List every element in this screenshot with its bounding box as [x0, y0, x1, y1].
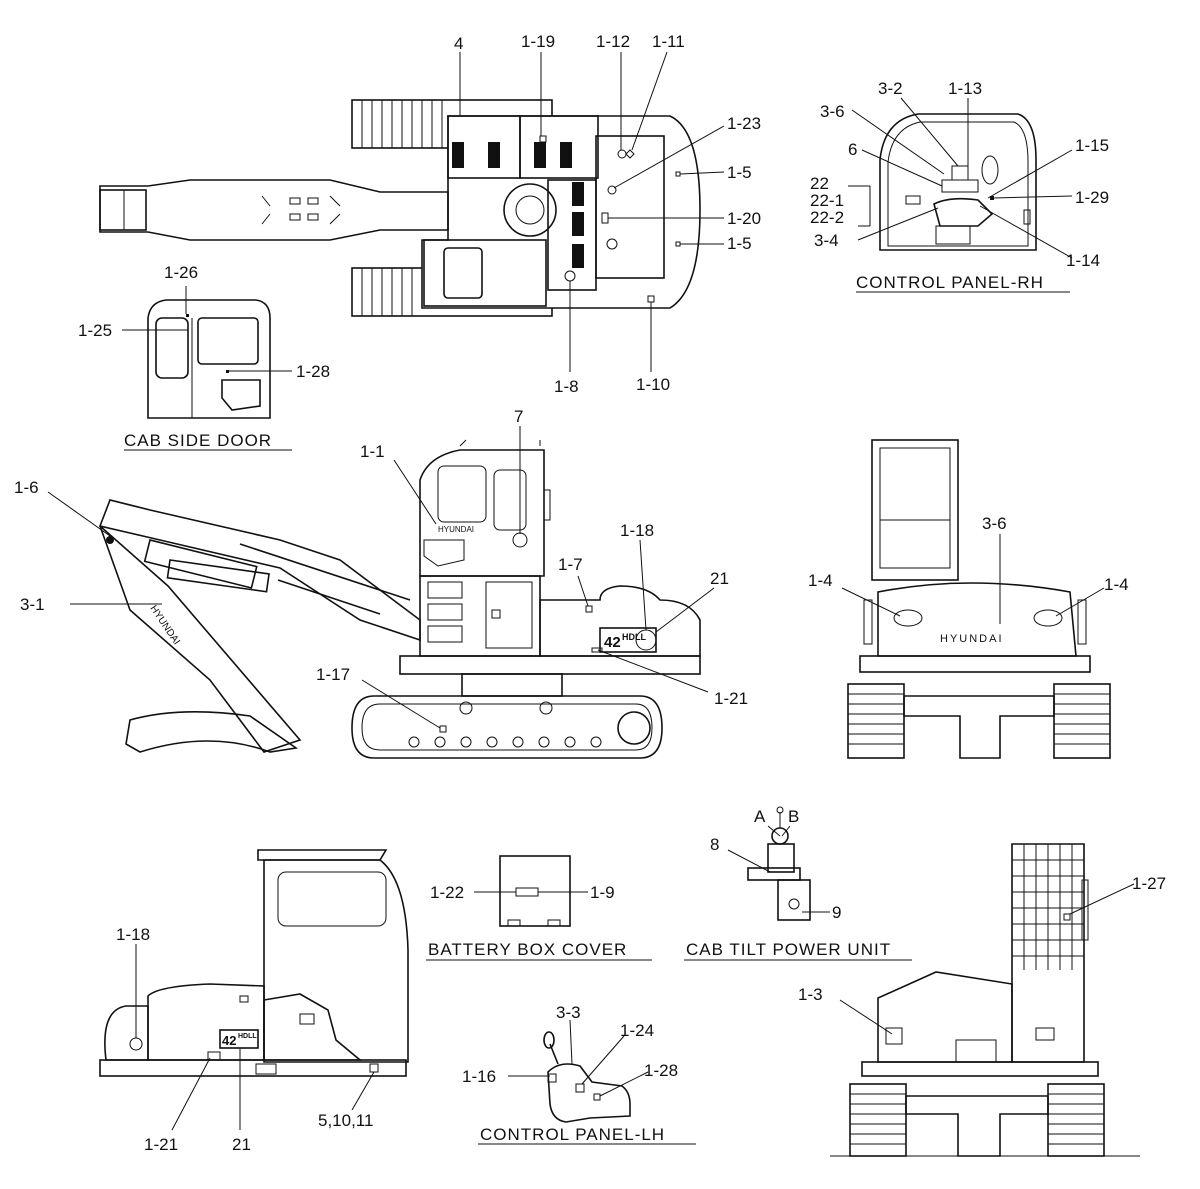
label-1-3: 1-3 — [798, 985, 823, 1004]
label-1-21: 1-21 — [714, 689, 748, 708]
label-1-21-lh: 1-21 — [144, 1135, 178, 1154]
label-1-7: 1-7 — [558, 555, 583, 574]
label-3-3: 3-3 — [556, 1003, 581, 1022]
label-6: 6 — [848, 140, 857, 159]
label-1-14: 1-14 — [1066, 251, 1100, 270]
decal-brand-cab: HYUNDAI — [438, 525, 474, 534]
battery-box-cover: 1-22 1-9 BATTERY BOX COVER — [426, 855, 652, 961]
cab-tilt-power-unit: A B 8 9 CAB TILT POWER UNIT — [684, 806, 912, 961]
label-A: A — [754, 807, 766, 826]
label-1-11: 1-11 — [652, 32, 685, 51]
label-1-6: 1-6 — [14, 478, 39, 497]
label-21: 21 — [710, 569, 729, 588]
label-1-17: 1-17 — [316, 665, 350, 684]
front-view: 1-27 1-3 — [798, 843, 1166, 1157]
label-7: 7 — [514, 407, 523, 426]
label-22: 22 — [810, 174, 829, 193]
label-1-4-right: 1-4 — [1104, 575, 1129, 594]
label-1-19: 1-19 — [521, 32, 555, 51]
cab-side-door: 1-26 1-25 1-28 CAB SIDE DOOR — [78, 263, 330, 451]
label-1-18-lh: 1-18 — [116, 925, 150, 944]
label-22-2: 22-2 — [810, 208, 844, 227]
label-3-4: 3-4 — [814, 231, 839, 250]
label-1-16: 1-16 — [462, 1067, 496, 1086]
label-1-4-left: 1-4 — [808, 571, 833, 590]
label-1-22: 1-22 — [430, 883, 464, 902]
label-B: B — [788, 807, 799, 826]
decal-model-suffix-lh: HDLL — [238, 1033, 257, 1040]
label-3-6: 3-6 — [820, 102, 845, 121]
label-1-12: 1-12 — [596, 32, 630, 51]
control-panel-rh: 3-2 1-13 3-6 6 1-15 22 22-1 1-29 22-2 3-… — [810, 79, 1109, 293]
label-9: 9 — [832, 903, 841, 922]
title-cab-side-door: CAB SIDE DOOR — [124, 431, 272, 450]
label-22-1: 22-1 — [810, 191, 844, 210]
label-1-5: 1-5 — [727, 163, 752, 182]
title-battery-box-cover: BATTERY BOX COVER — [428, 940, 627, 959]
label-1-25: 1-25 — [78, 321, 112, 340]
label-1-23: 1-23 — [727, 114, 761, 133]
decal-model-side: 42 — [604, 634, 621, 651]
label-8: 8 — [710, 835, 719, 854]
label-1-26: 1-26 — [164, 263, 198, 282]
label-3-6-rear: 3-6 — [982, 514, 1007, 533]
label-1-29: 1-29 — [1075, 188, 1109, 207]
label-1-1: 1-1 — [360, 442, 385, 461]
label-1-28: 1-28 — [296, 362, 330, 381]
label-1-20: 1-20 — [727, 209, 761, 228]
label-1-15: 1-15 — [1075, 136, 1109, 155]
top-view: 4 1-19 1-12 1-11 1-23 1-5 1-20 1-5 1-8 1… — [99, 32, 761, 396]
control-panel-lh: 3-3 1-24 1-28 1-16 CONTROL PANEL-LH — [462, 1003, 696, 1145]
label-3-1: 3-1 — [20, 595, 45, 614]
label-1-8: 1-8 — [554, 377, 579, 396]
label-1-5b: 1-5 — [727, 234, 752, 253]
label-1-18: 1-18 — [620, 521, 654, 540]
label-1-28-lh: 1-28 — [644, 1061, 678, 1080]
title-control-panel-rh: CONTROL PANEL-RH — [856, 273, 1044, 292]
label-1-9: 1-9 — [590, 883, 615, 902]
decal-model-lh: 42 — [222, 1033, 236, 1048]
label-4: 4 — [454, 34, 463, 53]
label-1-13: 1-13 — [948, 79, 982, 98]
label-3-2: 3-2 — [878, 79, 903, 98]
side-view: 42 HDLL HYUNDAI HYUNDAI 1-1 7 1-6 — [14, 407, 748, 759]
label-1-27: 1-27 — [1132, 874, 1166, 893]
label-1-24: 1-24 — [620, 1021, 654, 1040]
title-control-panel-lh: CONTROL PANEL-LH — [480, 1125, 665, 1144]
label-1-10: 1-10 — [636, 375, 670, 394]
label-21-lh: 21 — [232, 1135, 251, 1154]
rear-view: HYUNDAI 3-6 1-4 1-4 — [808, 439, 1129, 759]
label-5-10-11: 5,10,11 — [318, 1111, 373, 1130]
decal-model-suffix-side: HDLL — [622, 632, 646, 642]
title-cab-tilt-power-unit: CAB TILT POWER UNIT — [686, 940, 891, 959]
decal-brand-rear: HYUNDAI — [940, 633, 1004, 645]
lh-view: 42 HDLL 1-18 1-21 21 5,10,11 — [99, 849, 409, 1154]
